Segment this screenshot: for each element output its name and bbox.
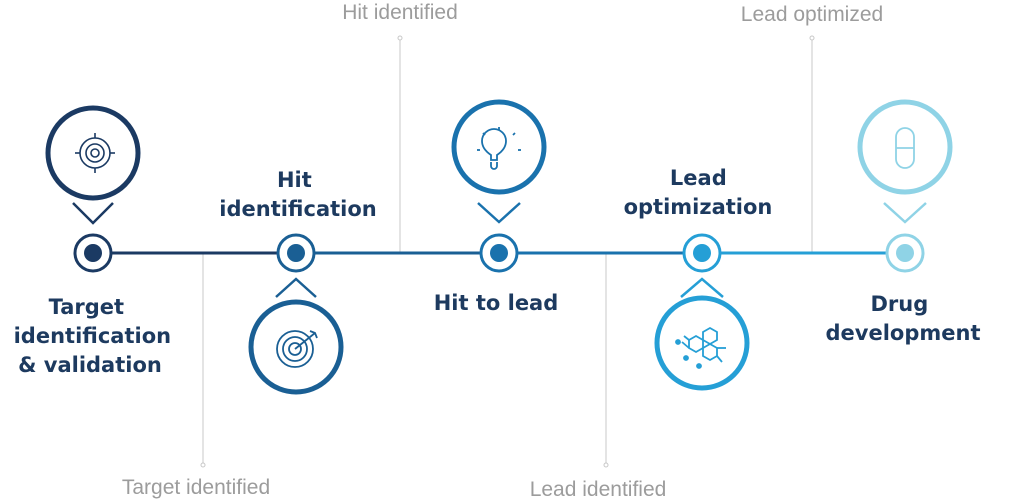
milestone-label: Hit identified <box>342 1 458 24</box>
molecule-icon <box>675 326 726 369</box>
icon-circle <box>654 295 750 391</box>
milestone-label: Lead identified <box>530 478 667 501</box>
stage-label-lead-optimization: Lead optimization <box>624 166 773 219</box>
milestone-dot <box>200 462 206 468</box>
icon-circle <box>248 299 344 395</box>
milestone-dot <box>603 462 609 468</box>
stage-label-hit-to-lead: Hit to lead <box>434 291 559 315</box>
milestone-label: Lead optimized <box>741 3 883 26</box>
icon-circle <box>451 99 547 195</box>
stage-label-target: Target identification & validation <box>14 295 179 377</box>
target-arrow-icon <box>276 330 318 368</box>
milestone-dot <box>809 35 815 41</box>
milestone-dot <box>397 35 403 41</box>
stage-label-hit-identification: Hit identification <box>219 168 376 221</box>
crosshair-icon <box>75 133 115 173</box>
icon-circle <box>857 99 953 195</box>
milestone-label: Target identified <box>122 476 270 499</box>
stage-label-drug-development: Drug development <box>826 292 981 345</box>
capsule-icon <box>895 127 915 169</box>
lightbulb-icon <box>477 127 521 170</box>
icon-circle <box>45 105 141 201</box>
